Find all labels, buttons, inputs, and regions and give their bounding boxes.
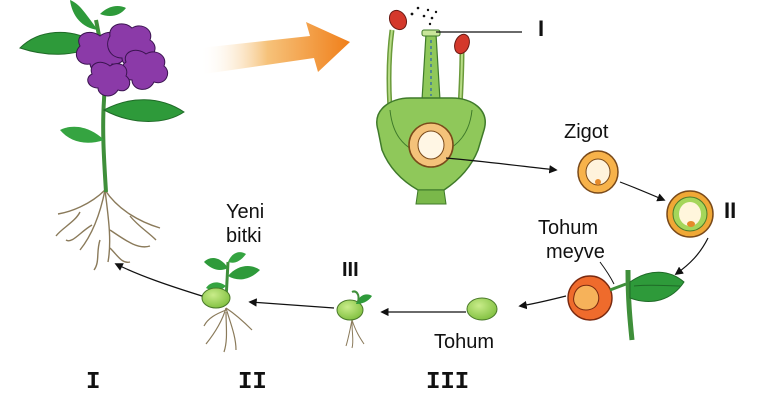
tohum-meyve-label-line1: Tohum: [538, 217, 598, 239]
fruit-with-seed: [568, 270, 684, 340]
tohum-meyve-label-line2: meyve: [546, 241, 605, 263]
zigot-cell: [578, 151, 618, 193]
bottom-label-1: I: [86, 369, 100, 396]
arrow-new-plant-to-mature: [116, 264, 202, 296]
arrow-fruit-to-seed: [520, 296, 566, 306]
leaf: [70, 0, 98, 30]
germinating-seed: [337, 291, 372, 348]
yeni-bitki-label-line2: bitki: [226, 225, 262, 247]
big-orange-arrow: [200, 22, 350, 74]
bottom-label-2: II: [238, 369, 267, 396]
embryo-seed: [667, 191, 713, 237]
marker-label-middle: III: [342, 259, 359, 281]
leaf: [60, 127, 104, 143]
leaf: [104, 100, 184, 122]
yeni-bitki-label-line1: Yeni: [226, 201, 264, 223]
seed: [467, 298, 497, 320]
marker-label-right: II: [724, 198, 736, 223]
leaf: [100, 6, 126, 16]
tohum-label: Tohum: [434, 331, 494, 353]
arrow-zigot-to-embryo: [620, 182, 664, 200]
arrow-germinating-to-new-plant: [250, 302, 334, 308]
flower-cross-section: [377, 7, 485, 204]
mature-plant-roots: [56, 190, 160, 270]
flowers: [76, 24, 167, 96]
marker-label-top: I: [538, 16, 544, 41]
mature-plant: [20, 0, 184, 270]
zigot-label: Zigot: [564, 121, 609, 143]
bottom-label-3: III: [426, 369, 469, 396]
arrow-embryo-to-fruit: [676, 238, 708, 274]
